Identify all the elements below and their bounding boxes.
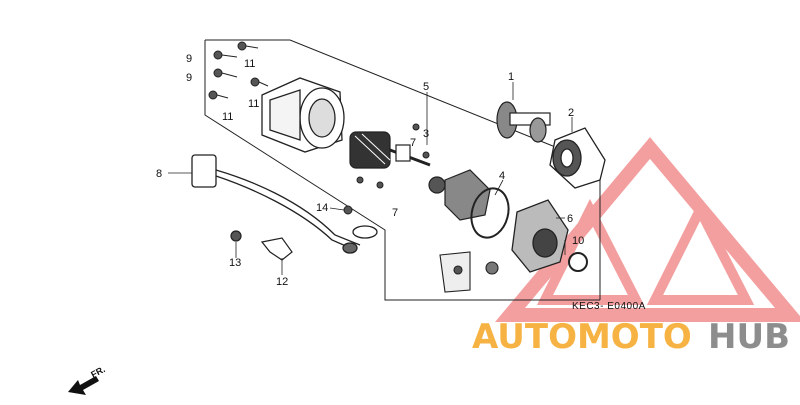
callout-9b: 9: [186, 72, 192, 84]
starter-cable: [191, 154, 378, 254]
watermark-text: AUTOMOTO HUB: [472, 317, 790, 357]
callout-3: 3: [423, 128, 429, 140]
callout-13: 13: [229, 257, 241, 269]
end-cover: [511, 199, 588, 273]
callout-8: 8: [156, 168, 162, 180]
watermark-part2: HUB: [708, 317, 790, 357]
callout-14: 14: [316, 202, 328, 214]
starter-clutch-cover: [549, 127, 606, 189]
front-direction-arrow: FR.: [68, 364, 107, 395]
callout-7b: 7: [392, 207, 398, 219]
callout-6: 6: [567, 213, 573, 225]
callout-9a: 9: [186, 53, 192, 65]
callout-labels: 1 2 3 4 5 6 7 7 8 9 9 10 11 11 11 12 13 …: [156, 53, 584, 288]
leader-lines: [168, 82, 573, 275]
callout-4: 4: [499, 170, 505, 182]
callout-11b: 11: [248, 98, 259, 110]
cable-clamp: [230, 230, 293, 261]
callout-7a: 7: [410, 137, 416, 149]
bolts-screws: [208, 41, 430, 215]
direction-label: FR.: [89, 364, 106, 380]
callout-2: 2: [568, 107, 574, 119]
callout-5: 5: [423, 81, 429, 93]
o-ring: [470, 187, 510, 239]
reduction-gear: [496, 101, 551, 143]
starter-motor-body: [261, 77, 345, 153]
callout-12: 12: [276, 276, 288, 288]
terminal-plate: [439, 251, 499, 293]
callout-11a: 11: [244, 58, 255, 70]
armature: [349, 131, 431, 169]
callout-10: 10: [572, 235, 584, 247]
callout-1: 1: [508, 71, 514, 83]
brush-holder: [428, 169, 491, 221]
watermark-part1: AUTOMOTO: [472, 317, 692, 357]
callout-11c: 11: [222, 111, 233, 123]
diagram-code: KEC3- E0400A: [572, 301, 646, 312]
